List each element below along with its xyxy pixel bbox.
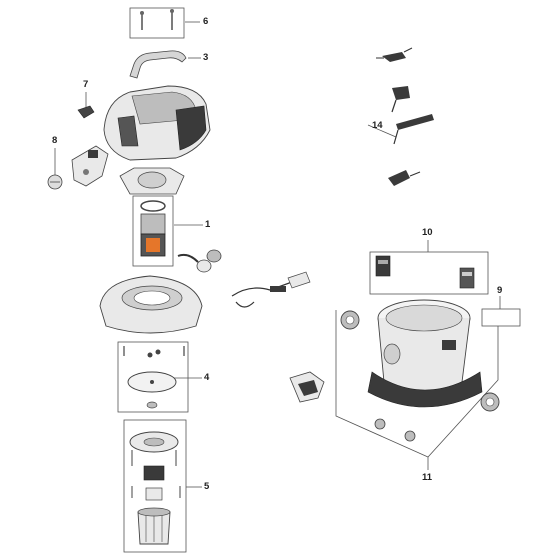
filter-seal-part-4 bbox=[123, 346, 185, 409]
callout-14: 14 bbox=[372, 120, 383, 131]
screws-part-6 bbox=[140, 9, 174, 30]
callout-7: 7 bbox=[83, 79, 89, 90]
callout-10: 10 bbox=[422, 227, 433, 238]
motor-head-cover bbox=[103, 85, 211, 161]
bracket-5 bbox=[123, 419, 187, 553]
callout-1: 1 bbox=[205, 219, 211, 230]
filter-ring-parts bbox=[177, 249, 222, 273]
label-plate-9 bbox=[481, 308, 521, 327]
switch-panel-part-8 bbox=[47, 145, 109, 190]
callout-6: 6 bbox=[203, 16, 209, 27]
filter-housing bbox=[99, 275, 203, 334]
power-cable bbox=[231, 271, 311, 308]
motor-bracket bbox=[119, 167, 185, 195]
leader-lines bbox=[54, 21, 501, 488]
bracket-4 bbox=[117, 341, 189, 413]
motor-part-1 bbox=[140, 200, 166, 257]
bracket-11 bbox=[335, 310, 499, 458]
callout-11: 11 bbox=[422, 472, 433, 483]
filter-cage-part-5 bbox=[129, 431, 181, 545]
handle-part-3 bbox=[129, 50, 187, 79]
bracket-1 bbox=[132, 195, 174, 267]
callout-8: 8 bbox=[52, 135, 58, 146]
power-cords-part-14 bbox=[376, 47, 434, 186]
bracket-10 bbox=[369, 251, 489, 295]
clip-part-7 bbox=[77, 105, 95, 119]
callout-5: 5 bbox=[204, 481, 210, 492]
callout-4: 4 bbox=[204, 372, 210, 383]
callout-9: 9 bbox=[497, 285, 503, 296]
container-tank-part-11 bbox=[289, 299, 500, 442]
bracket-6 bbox=[129, 7, 185, 39]
cord-clips-part-10 bbox=[375, 255, 475, 289]
callout-3: 3 bbox=[203, 52, 209, 63]
